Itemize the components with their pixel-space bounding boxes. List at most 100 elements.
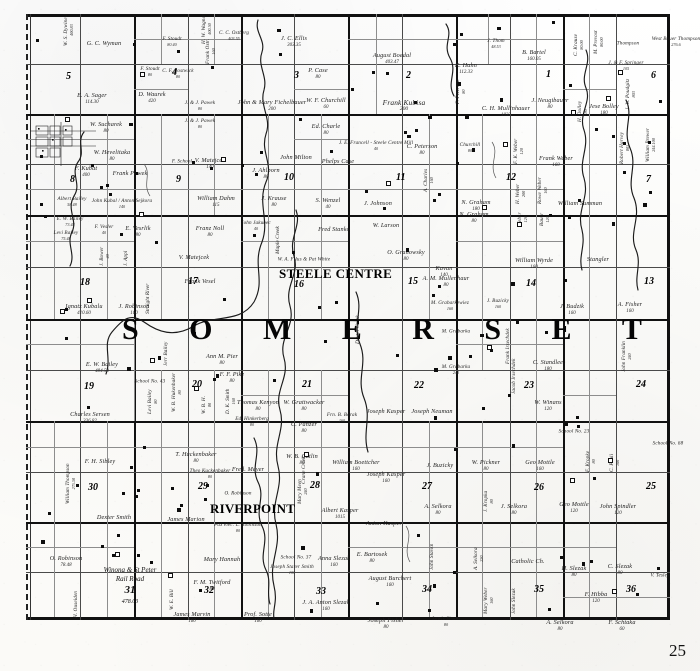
parcel-owner-name: J. & J. Pawek <box>184 99 216 106</box>
parcel-acreage: 80 <box>403 256 409 262</box>
parcel-owner-name: V. Matejcek <box>194 156 226 164</box>
parcel-owner-name: Thompson <box>616 40 640 47</box>
parcel-acreage: 80 <box>229 378 235 384</box>
building-marker <box>459 32 464 37</box>
building-marker <box>154 241 158 245</box>
quarter-line-v <box>402 14 403 620</box>
subdivision-line <box>54 522 55 617</box>
section-number: 2 <box>406 70 411 81</box>
parcel-acreage: 60 <box>619 626 625 632</box>
building-marker <box>112 554 116 558</box>
parcel-acreage: 180 <box>472 206 480 212</box>
parcel-acreage: 120 <box>592 598 600 604</box>
subdivision-line <box>294 89 348 90</box>
subdivision-line <box>456 189 563 190</box>
section-number: 7 <box>646 174 651 185</box>
subdivision-line <box>456 39 563 40</box>
section-number: 18 <box>80 277 90 288</box>
building-marker <box>622 170 626 174</box>
subdivision-line <box>536 14 537 114</box>
building-marker <box>592 477 596 481</box>
parcel-owner-name: Jacob Irsechdek <box>511 358 517 394</box>
parcel-label: Joseph Neuman <box>411 408 452 416</box>
parcel-acreage: 80 <box>103 128 109 134</box>
parcel-acreage: 80 <box>299 460 305 466</box>
parcel-acreage: 484.50 <box>95 368 109 374</box>
parcel-owner-name: E. W. Bailey <box>56 215 84 222</box>
building-marker <box>211 66 215 70</box>
parcel-label: John Stavkn <box>429 544 435 570</box>
parcel-acreage: 80 <box>301 406 307 412</box>
parcel-acreage: 80 <box>147 71 153 77</box>
parcel-acreage: 80 <box>488 499 494 504</box>
parcel-label: O. Robinson <box>224 490 251 496</box>
subdivision-line <box>26 241 134 242</box>
parcel-owner-name: T. Huckenbaker <box>175 450 217 458</box>
building-marker <box>396 354 400 358</box>
parcel-owner-name: Pax elec. L. Robinson <box>214 521 262 528</box>
subdivision-line <box>563 547 616 548</box>
parcel-owner-name: A. Fisher <box>617 300 643 308</box>
building-marker <box>568 83 573 88</box>
parcel-owner-name: J. & F. Springer <box>608 59 644 66</box>
building-marker <box>577 425 581 429</box>
section-number: 26 <box>534 482 544 493</box>
parcel-acreage: 160 <box>130 310 138 316</box>
section-number: 23 <box>524 380 534 391</box>
parcel-acreage: 200 <box>399 106 409 113</box>
parcel-acreage: 403.55 <box>228 35 240 41</box>
subdivision-line <box>161 522 162 617</box>
subdivision-line <box>482 319 483 370</box>
parcel-label: School No. 43 <box>135 378 166 384</box>
parcel-acreage: 120 <box>614 510 622 516</box>
parcel-acreage: 105 <box>622 65 630 71</box>
parcel-owner-name: F. Stoudt <box>162 35 182 42</box>
parcel-owner-name: F. Vesler <box>94 223 114 230</box>
parcel-owner-name: Fred Stanko <box>318 225 350 233</box>
parcel-acreage: 180 <box>600 110 608 116</box>
parcel-owner-name: F. Schtaka <box>608 618 636 626</box>
parcel-label: School No. 37 <box>281 554 312 560</box>
building-marker <box>431 293 435 297</box>
section-number: 15 <box>408 276 418 287</box>
parcel-owner-name: John Jakubec <box>241 219 271 226</box>
subdivision-line <box>214 522 215 617</box>
building-marker <box>65 337 69 341</box>
subdivision-line <box>482 114 483 215</box>
parcel-acreage: 80 <box>369 558 375 564</box>
parcel-owner-name: W. Pickner <box>471 458 501 466</box>
parcel-owner-name: F. Kubat <box>74 164 98 172</box>
parcel-acreage: 80 <box>383 624 389 630</box>
building-marker <box>434 368 438 372</box>
parcel-owner-name: Phelps Case <box>321 157 355 165</box>
parcel-acreage: 80 <box>249 421 255 427</box>
building-marker <box>143 445 147 449</box>
parcel-owner-name: Kavan <box>435 264 453 272</box>
building-marker <box>149 560 153 564</box>
parcel-owner-name: West Bauer Thompson <box>651 35 700 42</box>
building-marker <box>570 478 576 484</box>
building-marker <box>134 494 139 499</box>
parcel-acreage: 80 <box>197 123 203 129</box>
page-number: 25 <box>669 641 686 660</box>
quarter-line-v <box>616 14 617 620</box>
building-marker <box>180 504 184 508</box>
building-marker <box>386 180 392 186</box>
subdivision-line <box>54 421 55 522</box>
